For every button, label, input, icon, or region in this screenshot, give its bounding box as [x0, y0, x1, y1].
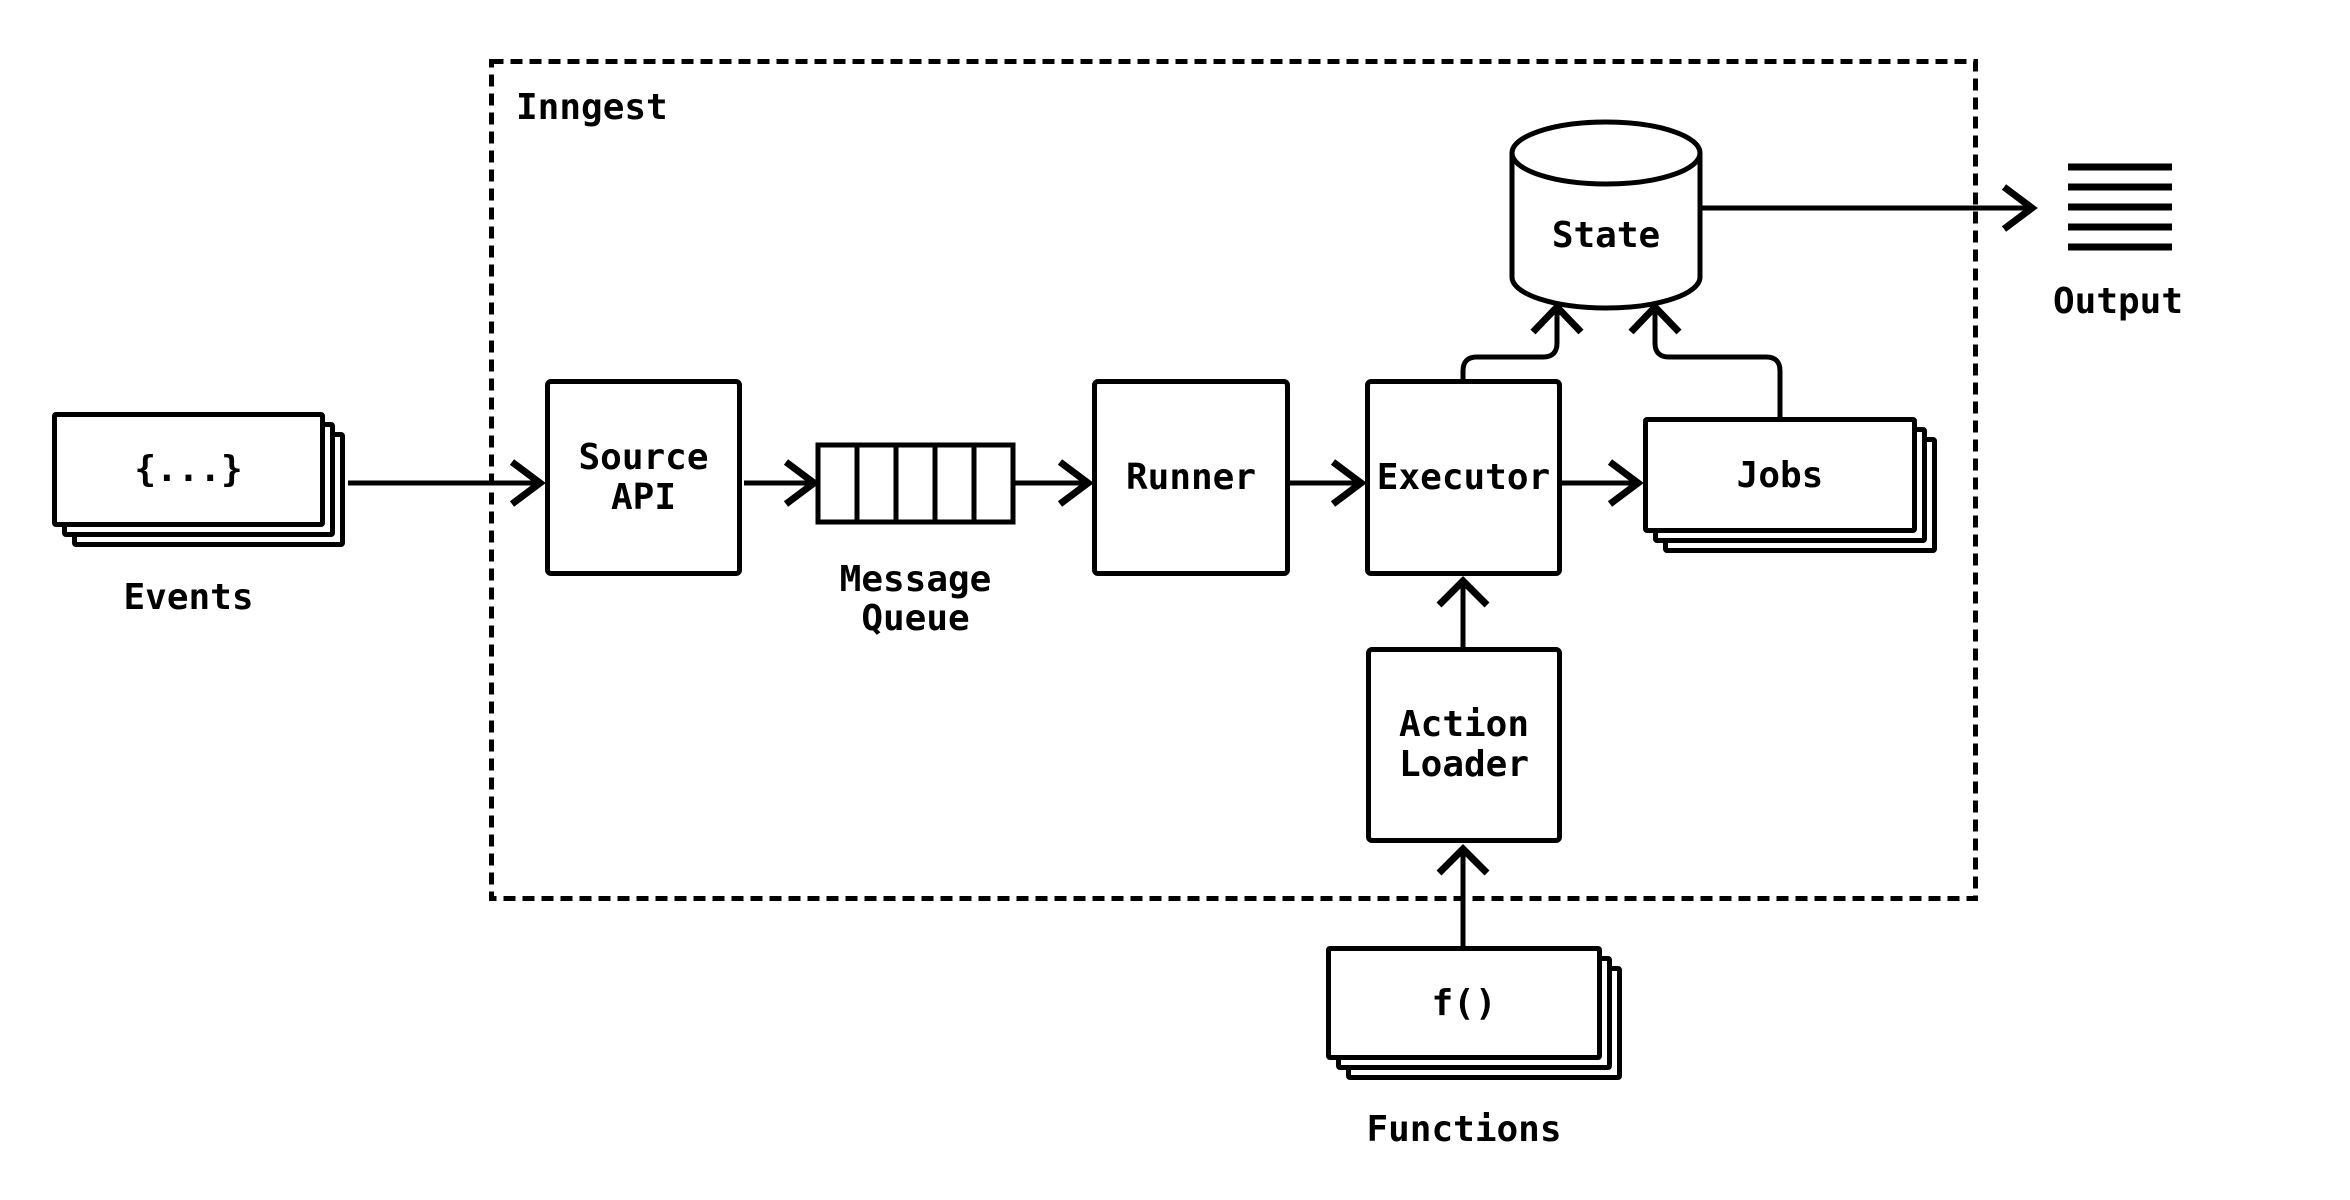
message-queue-caption-line2: Queue	[861, 598, 970, 639]
functions-stack: f()	[1326, 946, 1622, 1080]
events-caption: Events	[123, 577, 254, 618]
arrow-events-to-source-api	[348, 459, 546, 507]
function-signature-icon: f()	[1431, 982, 1497, 1024]
runner-label: Runner	[1125, 456, 1257, 498]
jobs-stack: Jobs	[1643, 417, 1937, 553]
source-api-label-line2: API	[610, 476, 677, 518]
arrow-runner-to-executor	[1290, 459, 1367, 507]
inngest-label: Inngest	[516, 87, 668, 128]
output-caption: Output	[2052, 281, 2184, 322]
runner-node: Runner	[1092, 379, 1290, 576]
source-api-node: Source API	[545, 379, 742, 576]
jobs-card: Jobs	[1643, 417, 1917, 533]
database-cylinder-icon	[1509, 119, 1703, 311]
action-loader-node: Action Loader	[1366, 647, 1562, 843]
state-node: State	[1512, 170, 1700, 300]
events-braces-icon: {...}	[134, 449, 243, 490]
state-label: State	[1551, 214, 1661, 256]
functions-card: f()	[1326, 946, 1602, 1060]
source-api-label-line1: Source	[578, 436, 709, 478]
arrow-state-to-output	[1700, 184, 2038, 232]
arrow-jobs-to-state	[1628, 301, 1783, 417]
arrow-functions-to-action-loader	[1436, 844, 1490, 946]
executor-node: Executor	[1365, 379, 1562, 576]
arrow-executor-to-state	[1460, 301, 1584, 379]
output-lines-icon	[2068, 163, 2172, 251]
message-queue-caption-line1: Message	[839, 559, 992, 600]
message-queue-caption: Message Queue	[818, 560, 1013, 638]
action-loader-label-line2: Loader	[1398, 744, 1530, 785]
inngest-boundary	[489, 59, 1978, 901]
action-loader-label-line1: Action	[1398, 704, 1530, 745]
functions-caption: Functions	[1366, 1109, 1562, 1150]
arrow-action-loader-to-executor	[1436, 576, 1490, 647]
jobs-label: Jobs	[1736, 454, 1824, 496]
arrow-message-queue-to-runner	[1013, 459, 1094, 507]
arrow-executor-to-jobs	[1562, 459, 1644, 507]
executor-label: Executor	[1376, 456, 1551, 498]
events-stack: {...}	[52, 412, 345, 547]
message-queue-icon	[815, 442, 1016, 525]
arrow-source-api-to-message-queue	[744, 459, 820, 507]
events-card: {...}	[52, 412, 325, 527]
